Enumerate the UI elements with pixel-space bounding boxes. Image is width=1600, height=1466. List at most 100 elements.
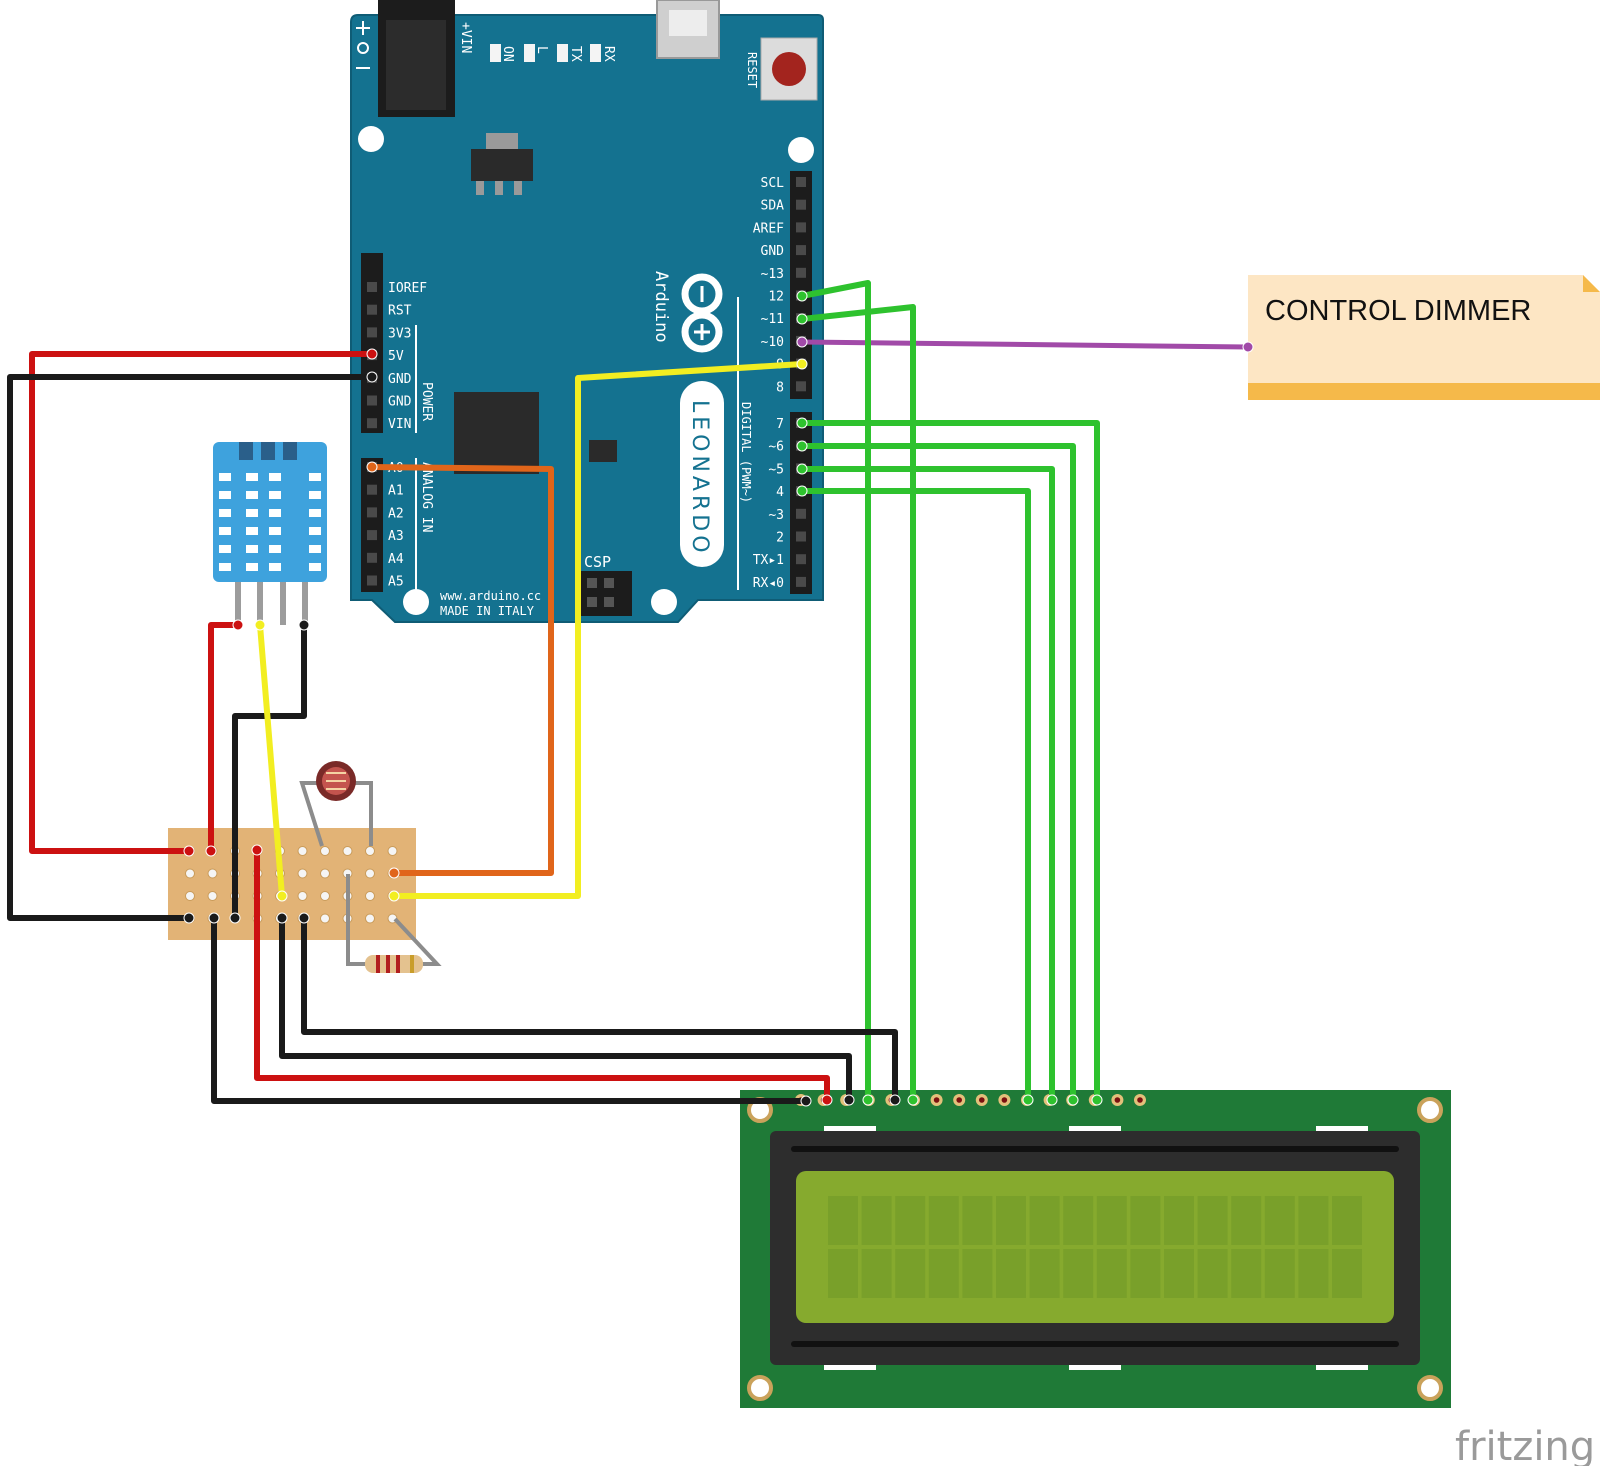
wire-endpoint — [889, 1094, 901, 1106]
wire-5v-red — [29, 351, 375, 854]
grille-top-slot — [283, 442, 297, 460]
grille-slot — [269, 509, 281, 517]
wire-endpoint — [1022, 1094, 1034, 1106]
pin-label: 7 — [776, 417, 784, 432]
led-tx-label: TX — [568, 46, 583, 62]
wire-endpoint — [796, 290, 808, 302]
wire-endpoint — [298, 912, 310, 924]
header-pin — [367, 484, 377, 495]
wire-endpoint — [298, 619, 310, 631]
stripboard-hole — [365, 891, 375, 901]
stripboard-hole — [297, 891, 308, 901]
note-label: CONTROL DIMMER — [1265, 295, 1531, 327]
control-dimmer-note: CONTROL DIMMER — [1248, 275, 1600, 400]
reset-button — [760, 37, 818, 101]
mounting-hole-icon — [1417, 1097, 1443, 1123]
wire-endpoint — [843, 1094, 855, 1106]
stripboard-hole — [320, 846, 330, 856]
grille-top-slot — [261, 442, 275, 460]
lcd-cell — [928, 1196, 959, 1245]
lcd-pin-hole — [1114, 1097, 1121, 1103]
arduino-logo-icon — [681, 273, 723, 353]
wire-d4-green — [799, 488, 1031, 1103]
pin-label: ~13 — [761, 267, 784, 282]
wire-a0-orange — [369, 464, 554, 876]
pin-label: 4 — [776, 485, 784, 500]
lcd-cell — [828, 1249, 858, 1298]
dht11-sensor — [213, 442, 327, 625]
stripboard-hole — [320, 868, 330, 879]
stripboard-hole — [297, 868, 308, 879]
lcd-cell — [1264, 1196, 1295, 1245]
wire-lcd-vss-black — [211, 915, 809, 1104]
pin-label: GND — [388, 395, 412, 410]
model-label: LEONARDO — [687, 400, 712, 557]
pin-label: VIN — [388, 417, 411, 432]
wire-endpoint — [1091, 1094, 1103, 1106]
lcd-cell — [1130, 1196, 1161, 1245]
wire-endpoint — [796, 440, 808, 452]
stripboard-hole — [207, 868, 218, 879]
wire-d10-purple — [799, 339, 1251, 350]
power-header — [361, 253, 383, 433]
photoresistor — [299, 761, 373, 847]
stripboard-hole — [365, 913, 375, 924]
wire-d12-green — [799, 280, 871, 1103]
wire-endpoint — [388, 867, 400, 879]
header-pin — [796, 531, 806, 542]
arduino-logo-symbols — [694, 286, 710, 340]
pin-label: 5V — [388, 349, 404, 364]
lcd-cell — [996, 1249, 1026, 1298]
header-pin — [796, 508, 806, 519]
pin-label: TX▸1 — [753, 553, 784, 568]
grille-slot — [219, 545, 231, 553]
grille-slot — [246, 509, 258, 517]
digital-header-lower — [790, 412, 812, 594]
digital-section-label: DIGITAL (PWM~) — [739, 402, 753, 503]
pin-label: A1 — [388, 484, 404, 499]
lcd-cell — [1063, 1249, 1094, 1298]
wire-endpoint — [862, 1094, 874, 1106]
stripboard-hole — [365, 868, 375, 879]
pin-label: A4 — [388, 552, 404, 567]
lcd-cell — [962, 1249, 993, 1298]
stripboard — [168, 828, 416, 940]
mounting-hole-icon — [358, 126, 384, 152]
vin-jack-label: +VIN — [458, 22, 473, 53]
mounting-hole-icon — [747, 1375, 773, 1401]
grille-slot — [219, 491, 231, 499]
analog-section-label: ANALOG IN — [419, 462, 434, 532]
wire-endpoint — [251, 844, 263, 856]
header-pin — [367, 304, 377, 315]
lcd-cell — [1029, 1249, 1060, 1298]
fritzing-watermark: fritzing — [1455, 1424, 1595, 1466]
icsp-header — [579, 571, 632, 616]
lcd-cell — [928, 1249, 959, 1298]
grille-slot — [269, 563, 281, 571]
wire-endpoint — [205, 845, 217, 857]
wire-endpoint — [388, 890, 400, 902]
mounting-hole-icon — [651, 589, 677, 615]
wire-endpoint — [1067, 1094, 1079, 1106]
mounting-hole-icon — [403, 589, 429, 615]
stripboard-hole — [387, 846, 398, 856]
stripboard-hole — [342, 846, 353, 856]
grille-slot — [309, 509, 321, 517]
pin-label: ~3 — [768, 508, 784, 523]
grille-slot — [246, 527, 258, 535]
led-l-label: L — [534, 46, 549, 54]
wire-endpoint — [796, 463, 808, 475]
wire-dht-vcc-red — [208, 622, 241, 854]
arduino-leonardo-board: +VIN ON L TX RX RESET — [350, 0, 824, 623]
pin-label: IOREF — [388, 281, 427, 296]
pin-label: ~6 — [768, 440, 784, 455]
lcd-cell — [1231, 1249, 1262, 1298]
lcd-cell — [1096, 1196, 1127, 1245]
grille-slot — [269, 545, 281, 553]
lcd-pin-hole — [1137, 1097, 1143, 1103]
arduino-brand-label: Arduino — [651, 271, 671, 343]
pin-label: A2 — [388, 506, 404, 521]
lcd-pin-hole — [979, 1097, 985, 1103]
stripboard-hole — [185, 891, 195, 901]
wire-gnd-black — [7, 374, 375, 921]
